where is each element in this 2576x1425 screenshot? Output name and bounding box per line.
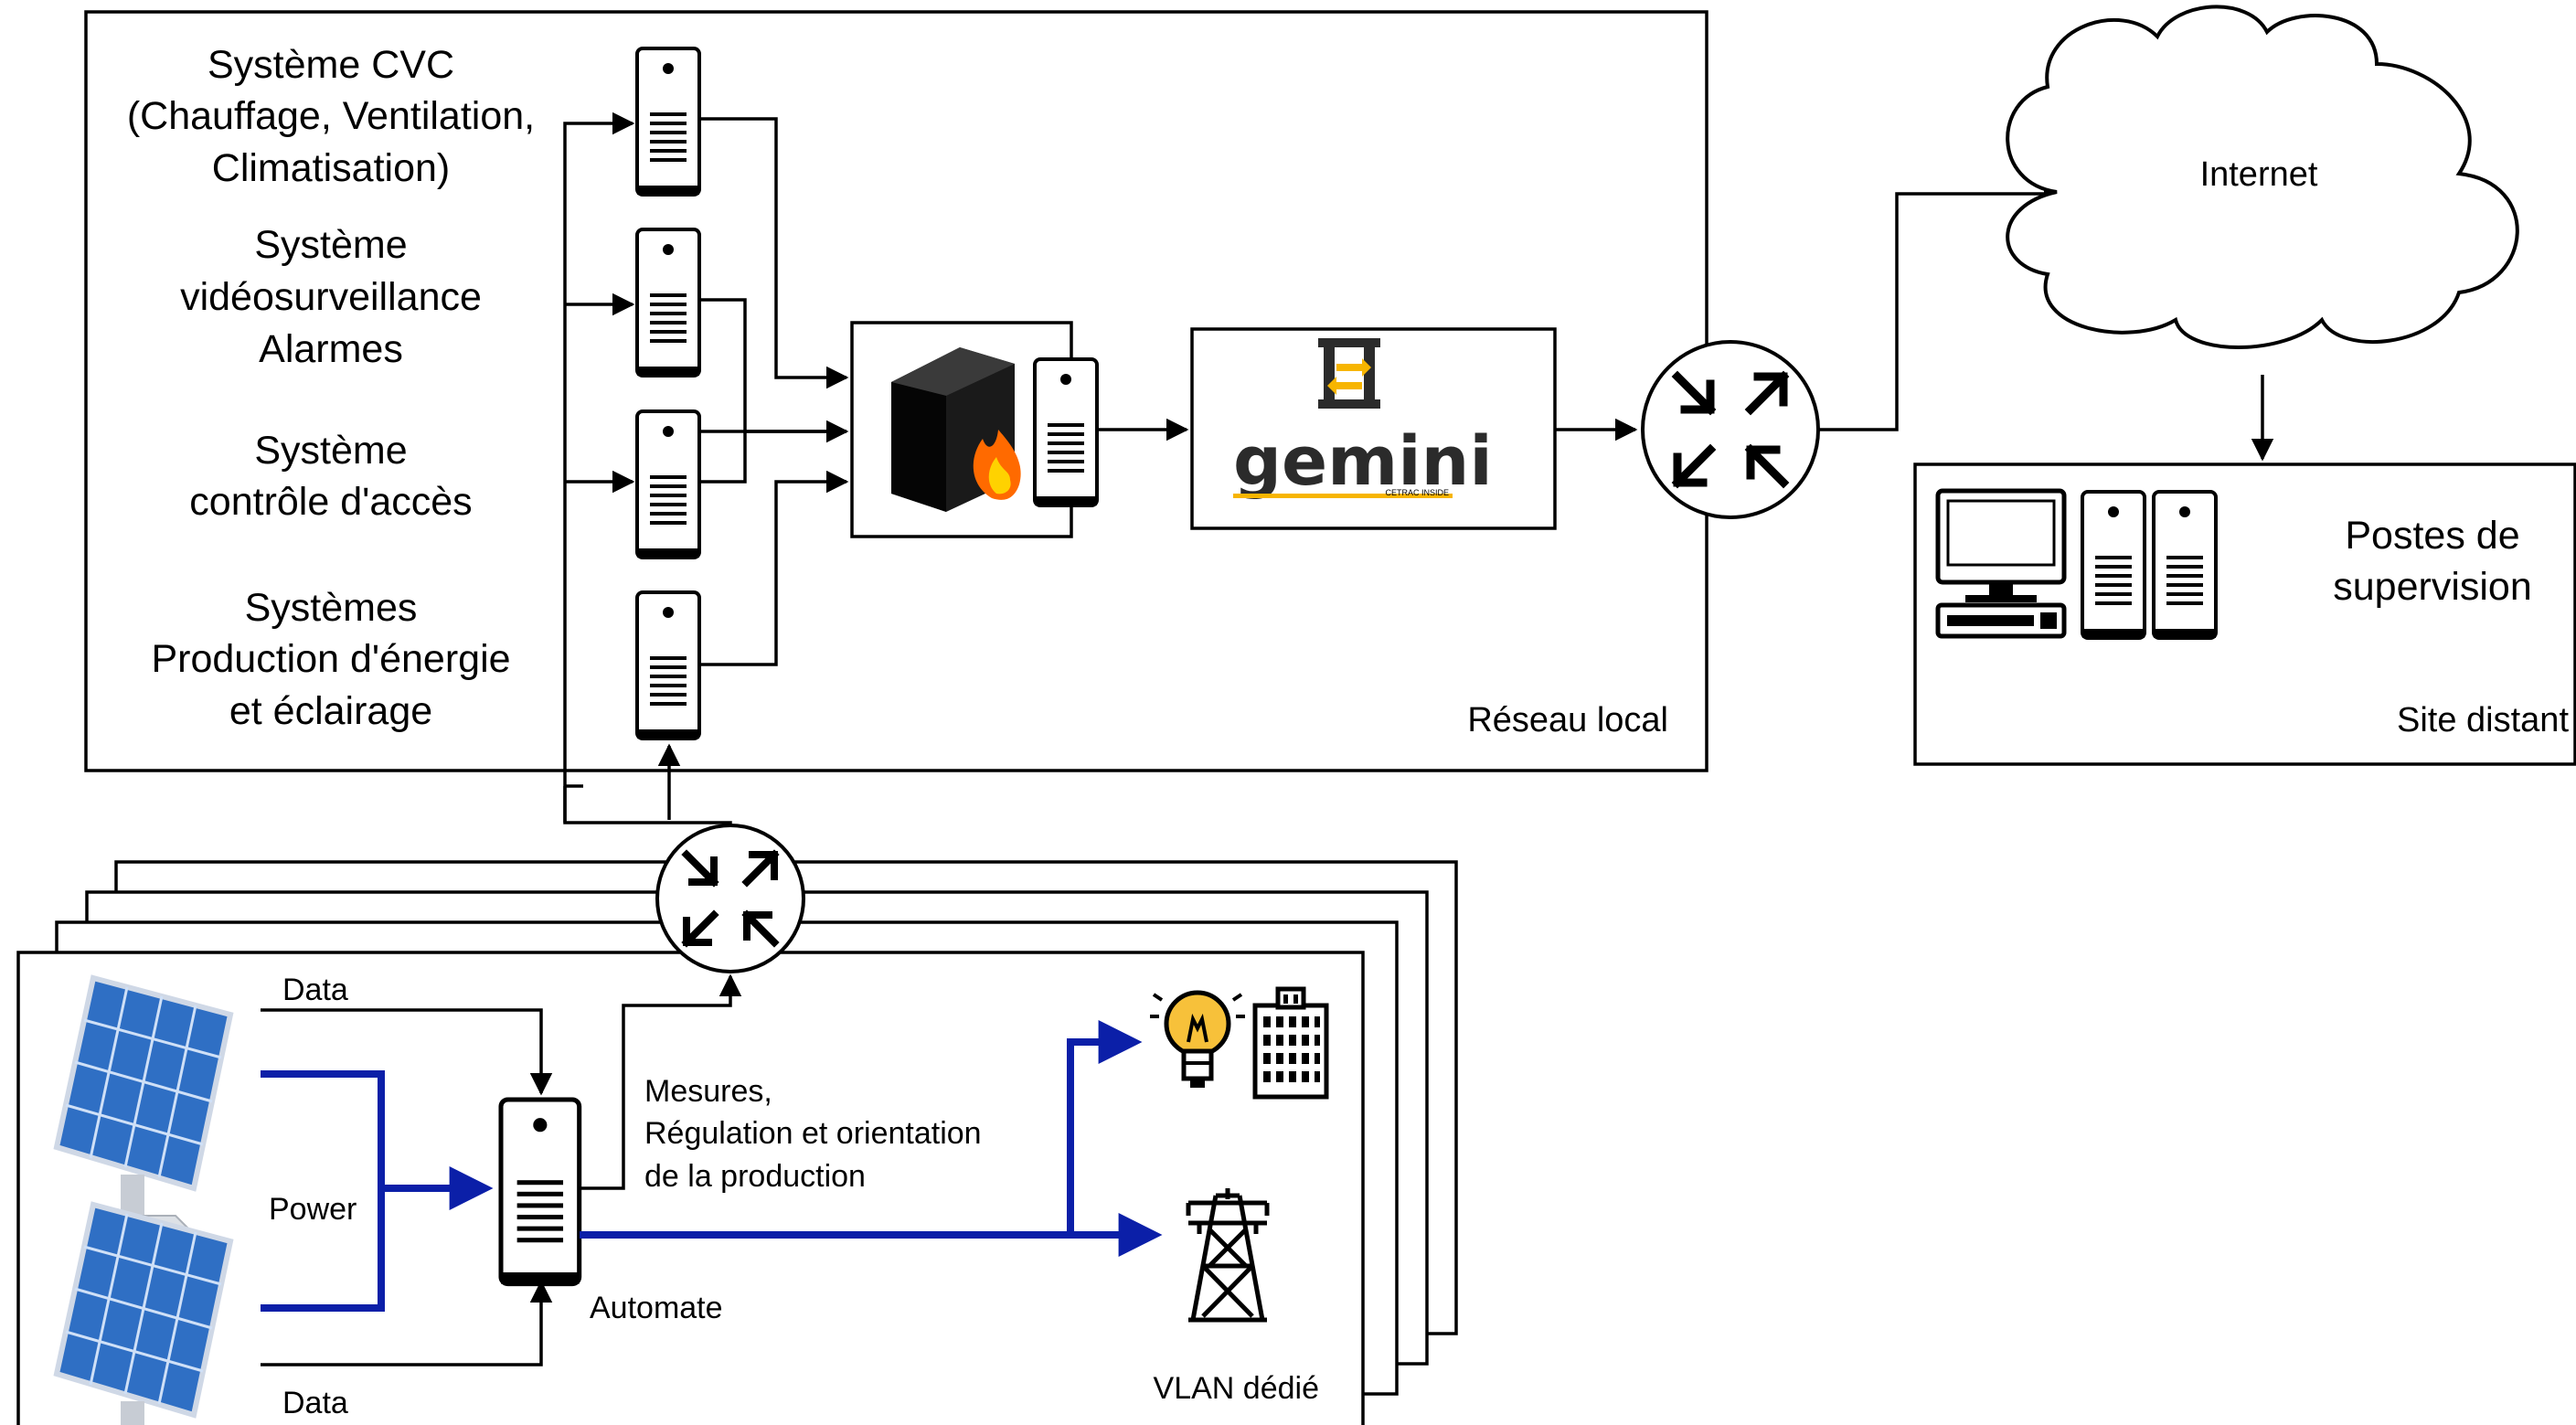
building-icon (1252, 986, 1329, 1100)
svg-text:Système CVC: Système CVC (208, 43, 454, 87)
server-icon-firewall (1033, 357, 1099, 507)
system-access-label: Système contrôle d'accès (189, 429, 472, 524)
svg-text:Alarmes: Alarmes (259, 327, 403, 371)
server-icon-access (635, 409, 701, 559)
svg-text:Production d'énergie: Production d'énergie (151, 637, 510, 681)
svg-text:vidéosurveillance: vidéosurveillance (180, 275, 482, 319)
svg-text:(Chauffage, Ventilation,: (Chauffage, Ventilation, (127, 94, 535, 138)
power-pylon-icon (1186, 1188, 1270, 1323)
system-energy-label: Systèmes Production d'énergie et éclaira… (151, 586, 510, 733)
cloud-icon (2006, 5, 2519, 349)
router-icon-vlan (655, 824, 805, 973)
vlan-label: VLAN dédié (1154, 1371, 1319, 1406)
gemini-logo: gemini CETRAC INSIDE (1233, 338, 1493, 501)
power-label: Power (269, 1192, 357, 1227)
system-video-label: Système vidéosurveillance Alarmes (180, 223, 482, 371)
server-icon-remote-1 (2081, 490, 2146, 640)
router-icon-main (1641, 340, 1820, 519)
server-icon-energy (635, 590, 701, 740)
firewall-icon (891, 347, 1021, 512)
remote-site-label: Site distant (2397, 701, 2569, 739)
svg-text:et éclairage: et éclairage (229, 689, 432, 733)
lightbulb-icon (1150, 990, 1245, 1088)
internet-label: Internet (2200, 155, 2318, 194)
svg-text:supervision: supervision (2333, 565, 2532, 609)
automate-server-icon (498, 1097, 582, 1287)
server-icon-video (635, 228, 701, 378)
svg-text:Système: Système (254, 223, 407, 267)
svg-text:Systèmes: Systèmes (245, 586, 418, 630)
svg-text:Régulation et orientation: Régulation et orientation (644, 1116, 982, 1151)
system-hvac-label: Système CVC (Chauffage, Ventilation, Cli… (127, 43, 535, 190)
svg-text:contrôle d'accès: contrôle d'accès (189, 480, 472, 524)
server-icon-remote-2 (2152, 490, 2218, 640)
svg-text:de la production: de la production (644, 1159, 866, 1194)
measures-label: Mesures, Régulation et orientation de la… (644, 1074, 982, 1194)
data-label-top: Data (282, 973, 348, 1007)
local-network-label: Réseau local (1467, 701, 1668, 739)
data-label-bottom: Data (282, 1386, 348, 1420)
workstations-label: Postes de supervision (2333, 514, 2532, 609)
svg-text:Postes de: Postes de (2345, 514, 2519, 558)
svg-text:Système: Système (254, 429, 407, 473)
workstation-icon (1935, 488, 2067, 639)
svg-text:CETRAC INSIDE: CETRAC INSIDE (1385, 488, 1449, 497)
automate-label: Automate (590, 1291, 723, 1325)
svg-text:gemini: gemini (1233, 422, 1493, 501)
svg-text:Mesures,: Mesures, (644, 1074, 772, 1109)
server-icon-hvac (635, 47, 701, 197)
svg-text:Climatisation): Climatisation) (212, 146, 450, 190)
